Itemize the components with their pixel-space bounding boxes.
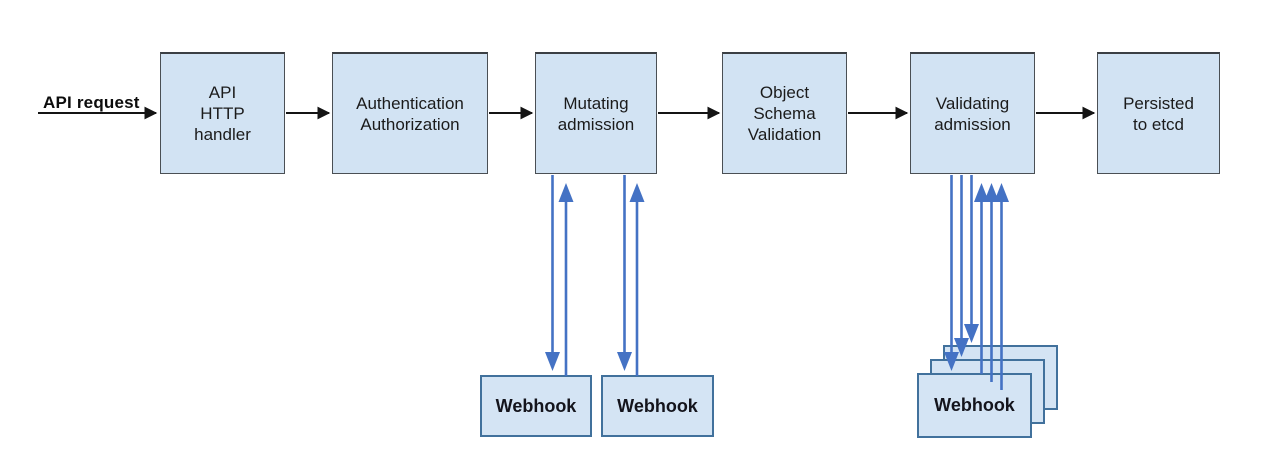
arrow-mutating-to-webhook2-down bbox=[617, 175, 632, 371]
webhook-label: Webhook bbox=[617, 395, 698, 416]
webhook-box-validating-front: Webhook bbox=[917, 373, 1032, 438]
webhook-box-mutating-2: Webhook bbox=[601, 375, 714, 437]
flow-box-object-schema-validation: Object Schema Validation bbox=[722, 52, 847, 174]
box-label: Persisted to etcd bbox=[1123, 93, 1194, 134]
api-request-label: API request bbox=[43, 93, 140, 112]
box-label: Validating admission bbox=[934, 93, 1011, 134]
box-label: Mutating admission bbox=[557, 93, 635, 134]
flow-box-validating-admission: Validating admission bbox=[910, 52, 1035, 174]
arrow-webhook2-to-mutating-up bbox=[629, 183, 645, 376]
arrow-validating-to-webhooks-down-3 bbox=[964, 175, 979, 343]
webhook-label: Webhook bbox=[934, 395, 1015, 415]
flow-box-persisted-to-etcd: Persisted to etcd bbox=[1097, 52, 1220, 174]
box-label: API HTTP handler bbox=[194, 83, 251, 144]
box-label: Object Schema Validation bbox=[747, 83, 822, 144]
arrow-validating-to-webhooks-down-1 bbox=[944, 175, 959, 371]
arrow-webhook1-to-mutating-up bbox=[558, 183, 574, 376]
webhook-box-mutating-1: Webhook bbox=[480, 375, 592, 437]
box-label: Authentication Authorization bbox=[356, 93, 464, 134]
flow-box-api-http-handler: API HTTP handler bbox=[160, 52, 285, 174]
flow-box-mutating-admission: Mutating admission bbox=[535, 52, 657, 174]
flow-box-authentication-authorization: Authentication Authorization bbox=[332, 52, 488, 174]
arrow-mutating-to-webhook1-down bbox=[545, 175, 560, 371]
arrow-validating-to-webhooks-down-2 bbox=[954, 175, 969, 357]
webhook-label: Webhook bbox=[495, 395, 577, 416]
